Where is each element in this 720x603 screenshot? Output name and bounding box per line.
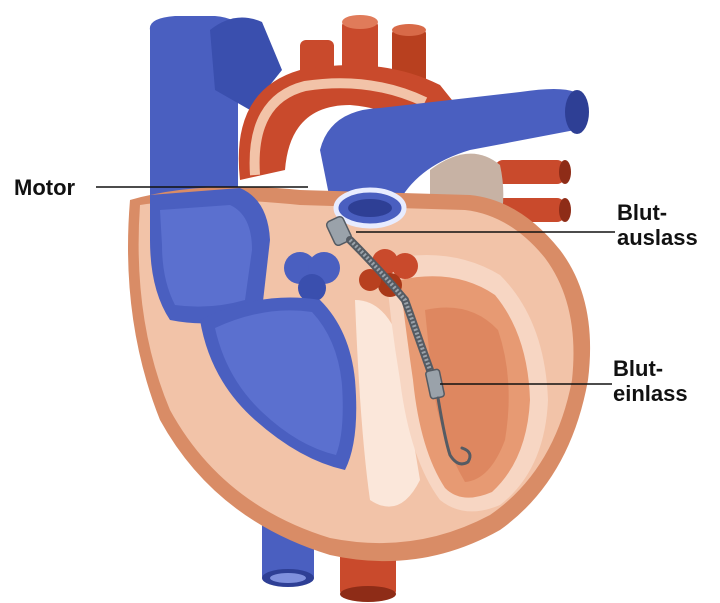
label-inlet-line1: Blut- [613, 356, 688, 381]
label-outlet-line1: Blut- [617, 200, 698, 225]
pulmonary-valve-ring [336, 190, 404, 226]
label-outlet-line2: auslass [617, 225, 698, 250]
label-motor: Motor [14, 175, 75, 200]
label-blood-inlet: Blut- einlass [613, 356, 688, 406]
label-inlet-line2: einlass [613, 381, 688, 406]
label-motor-text: Motor [14, 175, 75, 200]
label-blood-outlet: Blut- auslass [617, 200, 698, 250]
